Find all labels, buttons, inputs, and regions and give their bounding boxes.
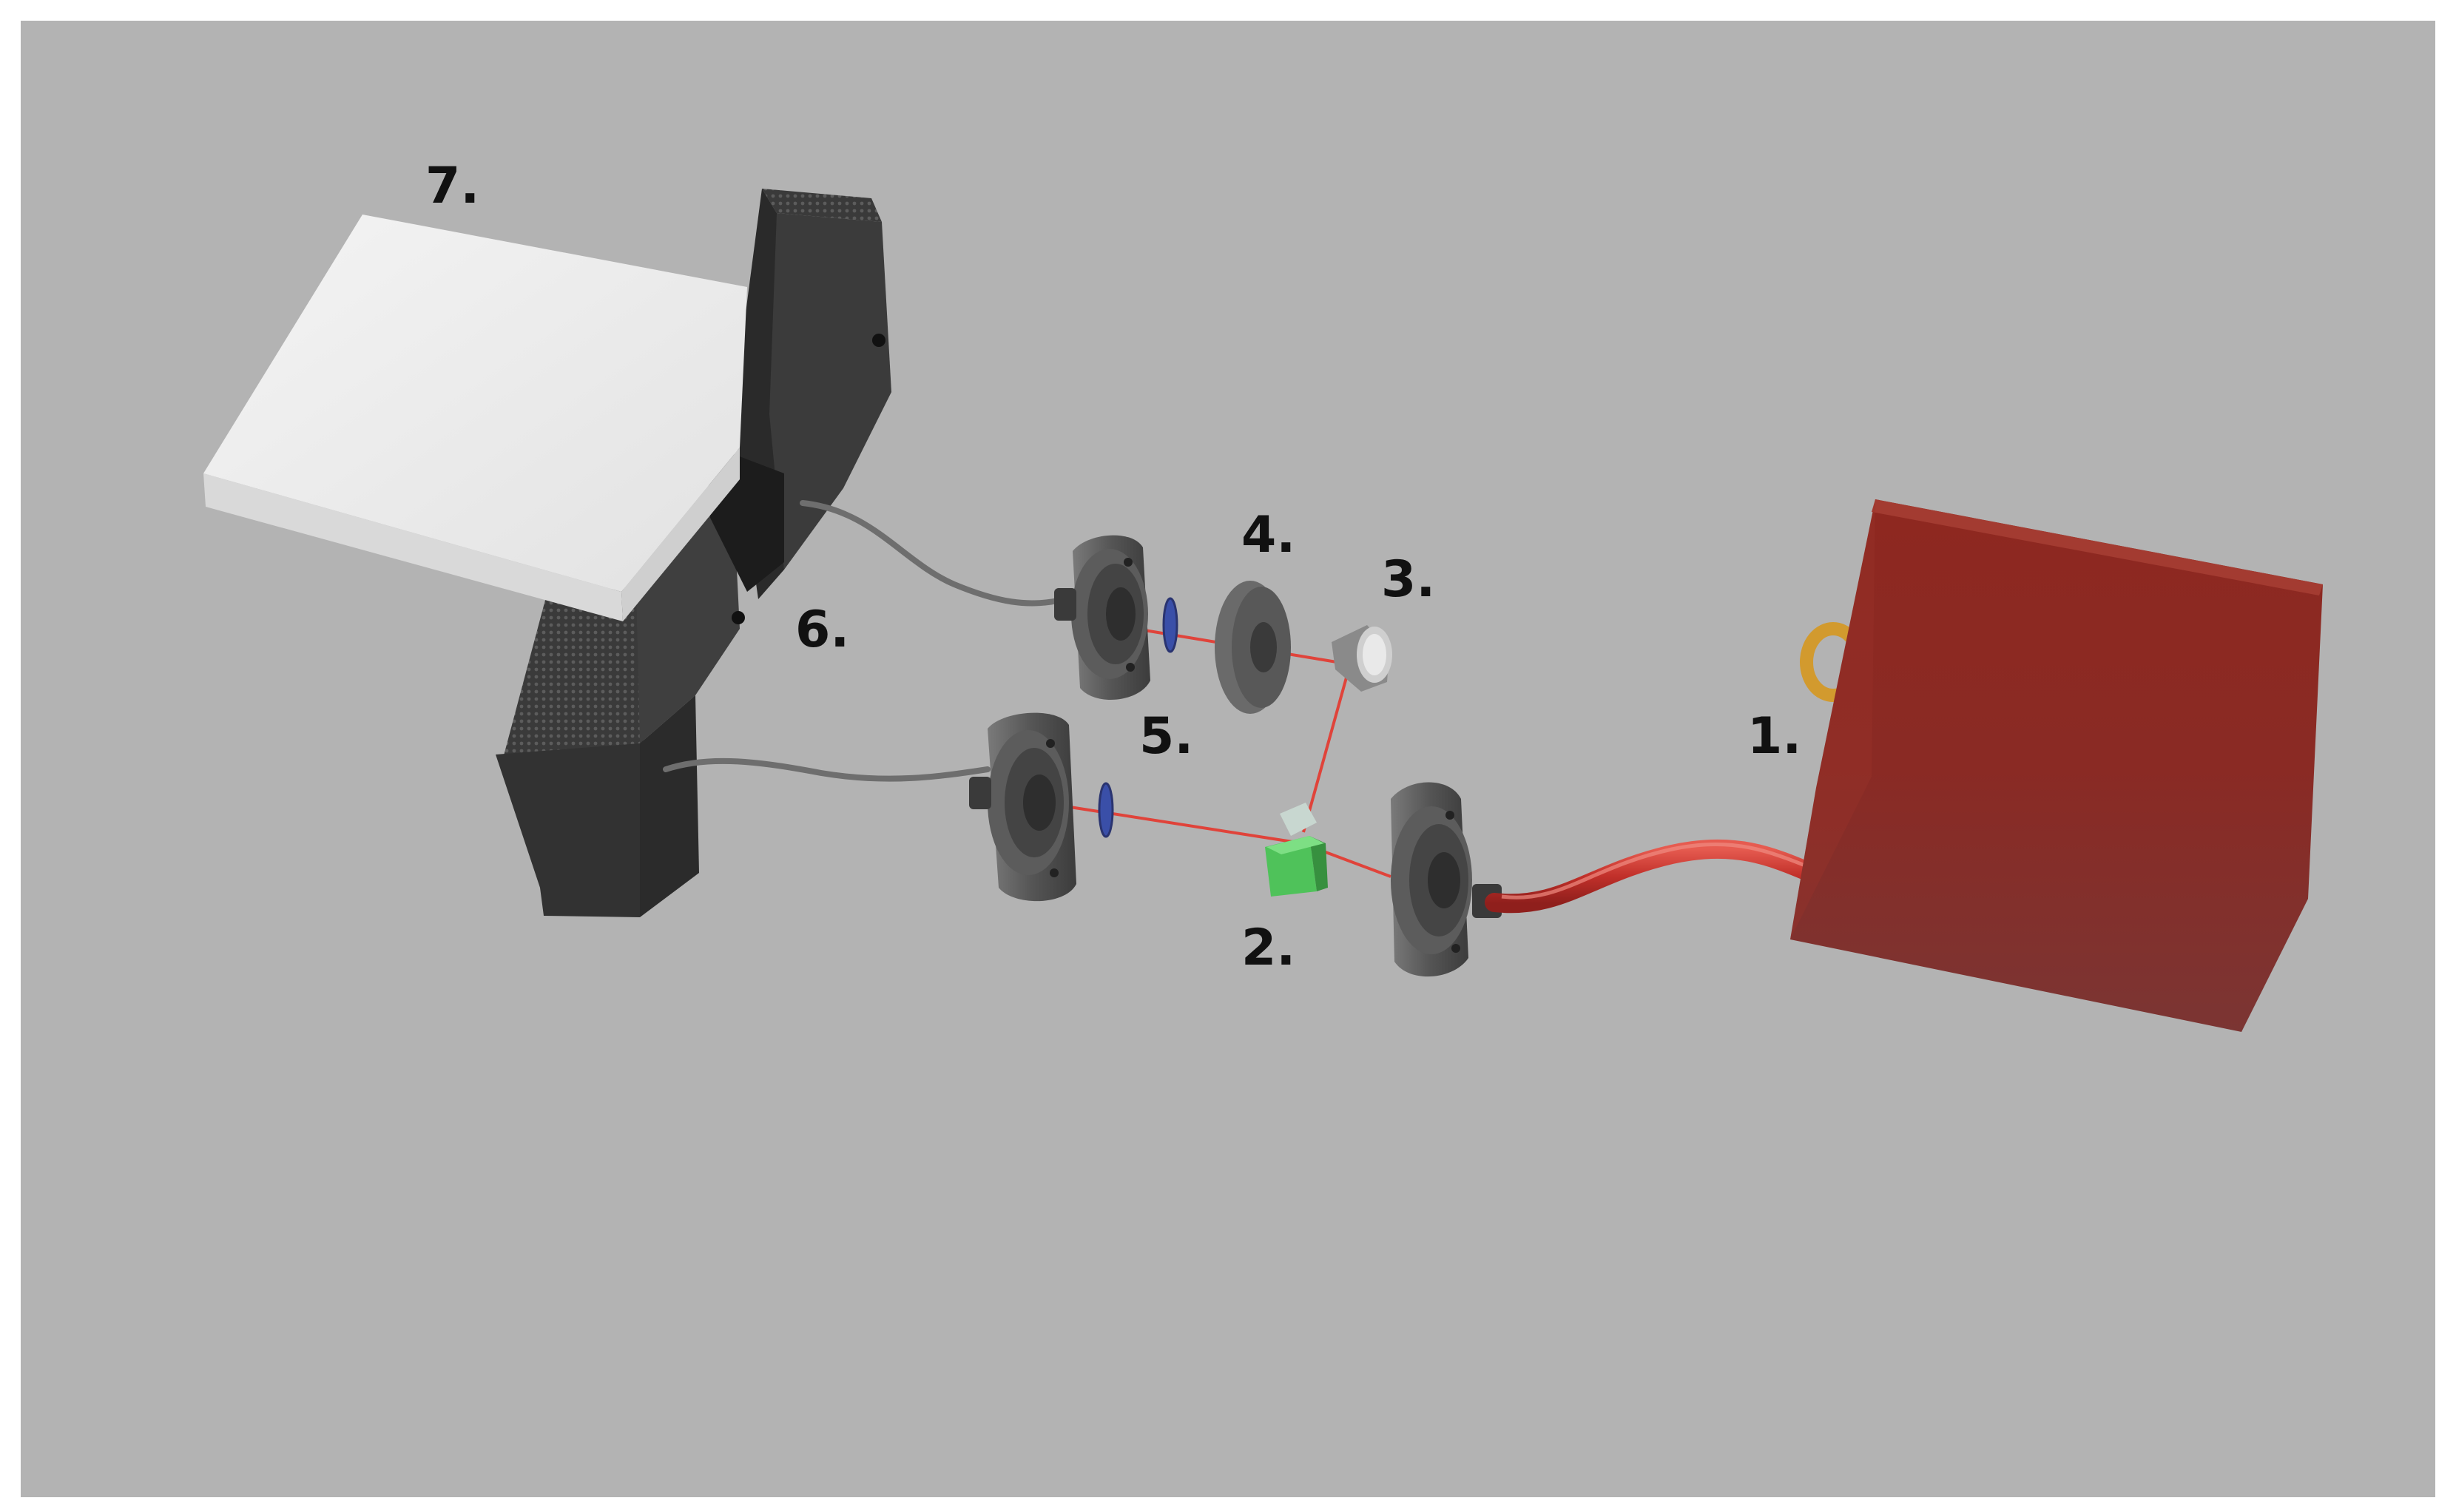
callout-5: 5. [1139, 707, 1194, 766]
callout-3: 3. [1381, 550, 1436, 609]
callout-4: 4. [1241, 506, 1296, 564]
detector-upper-front [769, 213, 891, 570]
laser-source-top-edge [1872, 499, 2323, 595]
crystal [1265, 803, 1328, 897]
detector-lower-side [636, 481, 740, 743]
white-plate-edge-right [621, 448, 740, 621]
fiber-cable-lower [663, 757, 991, 782]
fiber-cable-upper [800, 500, 1061, 607]
filter-lower [1098, 782, 1114, 838]
mirror [1332, 625, 1392, 692]
detector-lower-knurled-top [503, 588, 644, 758]
white-plate-edge-front [203, 473, 623, 621]
collimator-lower [969, 712, 1076, 902]
laser-source-side [1790, 499, 1875, 939]
white-plate [203, 215, 747, 621]
collimator-upper [1054, 535, 1150, 701]
callout-1: 1. [1747, 707, 1802, 766]
detector-upper-knurled-top [762, 189, 882, 222]
laser-beam-vertical [1302, 664, 1352, 833]
laser-source [1790, 499, 2323, 1032]
callout-6: 6. [795, 601, 850, 659]
callout-7: 7. [425, 157, 480, 215]
laser-source-front [1790, 499, 2323, 1032]
white-plate-top [203, 215, 747, 592]
detector-lower-front [496, 743, 640, 917]
detector-blocks [496, 189, 891, 917]
callout-2: 2. [1241, 919, 1296, 977]
collimator-input [1391, 782, 1502, 977]
lens-ring [1215, 581, 1291, 714]
fiber-cable-red [1485, 839, 1829, 914]
filter-upper [1162, 597, 1178, 653]
